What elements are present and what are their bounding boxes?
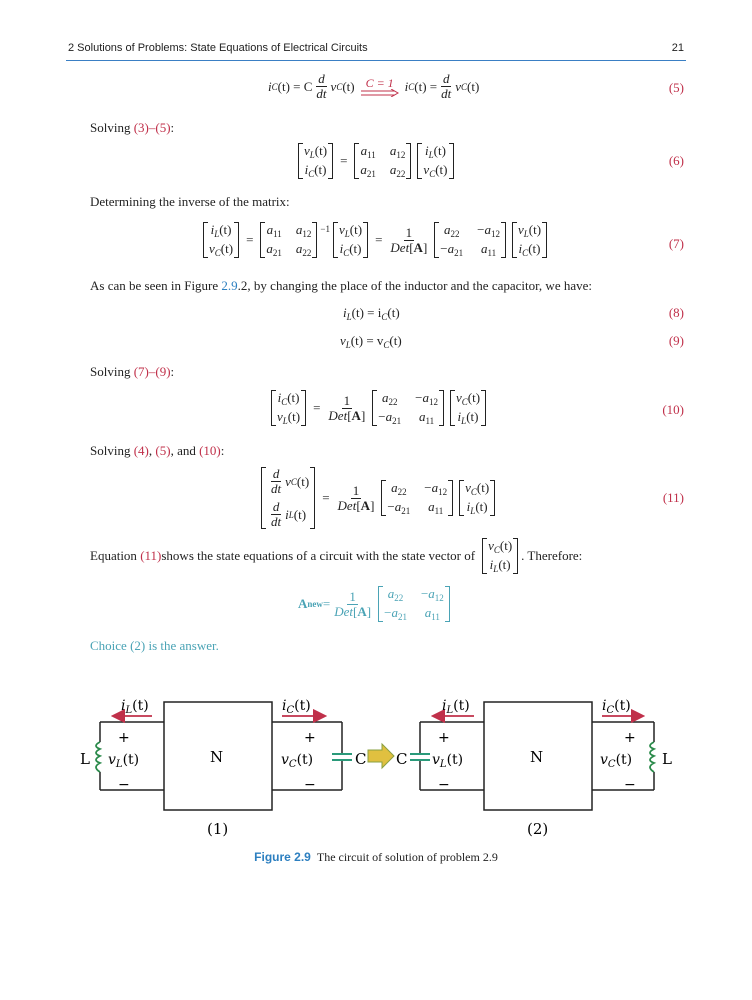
svg-text:−: −: [118, 777, 130, 793]
network-box: [483, 701, 593, 811]
svg-text:+: +: [118, 730, 130, 746]
figure-circuits: iL(t) iC(t) + − vL(t) + − vC(t) L C N (1…: [80, 698, 672, 838]
element-label: C: [355, 750, 366, 768]
vector-rhs: iL(t) vC(t): [423, 143, 448, 179]
equation-9: vL(t) = vC(t): [340, 333, 402, 350]
equation-number: (8): [668, 305, 684, 320]
equation-number: (10): [662, 402, 684, 417]
svg-text:+: +: [624, 730, 636, 746]
paragraph: Solving (3)–(5):: [90, 120, 175, 135]
equation-number: (6): [668, 153, 684, 168]
inductor-symbol: [95, 741, 103, 773]
equation-number: (7): [668, 236, 684, 251]
element-label: C: [396, 750, 407, 768]
circuit-2: iL(t) iC(t) + − vL(t) + − vC(t) C L N (2…: [396, 698, 672, 838]
subfigure-label: (1): [207, 820, 228, 838]
voltage-label: vL(t): [108, 752, 139, 770]
vector-lhs: vL(t) iC(t): [304, 143, 328, 179]
header-rule: [66, 60, 686, 61]
running-header: 2 Solutions of Problems: State Equations…: [68, 42, 684, 60]
voltage-label: vC(t): [600, 752, 632, 770]
voltage-label: vL(t): [432, 752, 463, 770]
swap-arrow-icon: [367, 742, 395, 770]
implies-arrow: C = 1: [360, 77, 399, 97]
page-number: 21: [671, 42, 684, 54]
answer-text: Choice (2) is the answer.: [90, 638, 219, 653]
paragraph: Solving (4), (5), and (10):: [90, 443, 225, 458]
caption-text: The circuit of solution of problem 2.9: [316, 850, 498, 864]
svg-text:+: +: [438, 730, 450, 746]
chapter-title: 2 Solutions of Problems: State Equations…: [68, 42, 368, 54]
inductor-symbol: [649, 741, 657, 773]
svg-text:+: +: [304, 730, 316, 746]
svg-text:−: −: [304, 777, 316, 793]
current-label: iC(t): [602, 698, 631, 716]
figure-label: Figure 2.9: [254, 850, 311, 864]
current-label: iL(t): [442, 698, 470, 716]
element-label: L: [80, 750, 90, 768]
equation-number: (9): [668, 333, 684, 348]
equation-number: (11): [662, 490, 684, 505]
voltage-label: vC(t): [281, 752, 313, 770]
figure-caption: Figure 2.9 The circuit of solution of pro…: [0, 850, 752, 865]
paragraph: Equation (11) shows the state equations …: [90, 538, 583, 574]
svg-text:−: −: [624, 777, 636, 793]
network-label: N: [530, 748, 543, 766]
network-label: N: [210, 748, 223, 766]
equation-8: iL(t) = iC(t): [343, 305, 400, 322]
svg-text:−: −: [438, 777, 450, 793]
equation-number: (5): [668, 80, 684, 95]
element-label: L: [662, 750, 672, 768]
paragraph: As can be seen in Figure 2.9.2, by chang…: [90, 278, 592, 293]
current-label: iC(t): [282, 698, 311, 716]
paragraph: Determining the inverse of the matrix:: [90, 194, 290, 209]
paragraph: Solving (7)–(9):: [90, 364, 175, 379]
subfigure-label: (2): [527, 820, 548, 838]
network-box: [163, 701, 273, 811]
current-label: iL(t): [121, 698, 149, 716]
circuit-1: iL(t) iC(t) + − vL(t) + − vC(t) L C N (1…: [80, 698, 366, 838]
